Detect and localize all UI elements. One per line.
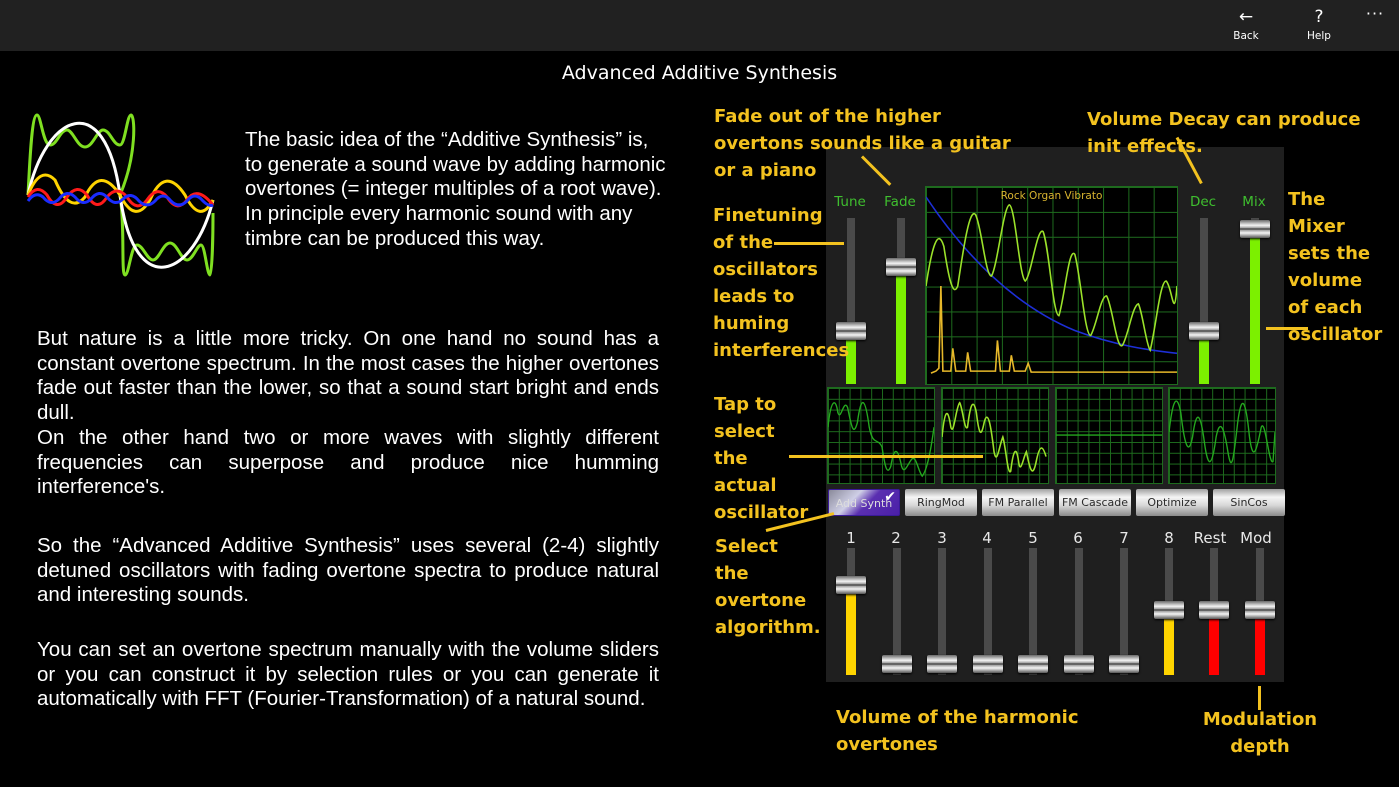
overtone-1-thumb[interactable] (836, 576, 866, 594)
oscillator-2-wave (942, 401, 1047, 473)
overtone-6-thumb[interactable] (1064, 655, 1094, 673)
pointer-line-tap (789, 455, 983, 458)
additive-waveform-illustration (26, 113, 215, 277)
nature-paragraph-part2: On the other hand two or more waves with… (37, 425, 659, 499)
pointer-line-modulation (1258, 686, 1261, 710)
overtone-5-thumb[interactable] (1018, 655, 1048, 673)
third-harmonic (26, 173, 215, 213)
fade-label: Fade (884, 194, 916, 210)
algorithm-ringmod-button[interactable]: RingMod (905, 489, 977, 516)
decay-slider-thumb[interactable] (1189, 322, 1219, 340)
annotation-decay: Volume Decay can produce init effects. (1087, 109, 1361, 157)
overtone-rest-label: Rest (1193, 529, 1227, 547)
overtone-7-label: 7 (1119, 529, 1129, 547)
help-label: Help (1307, 30, 1331, 42)
decay-slider-fill (1199, 340, 1209, 384)
overtone-8-fill (1164, 619, 1174, 675)
tune-label: Tune (834, 194, 866, 210)
annotation-fade: Fade out of the higher overtons sounds l… (714, 106, 1011, 181)
oscillators-paragraph: So the “Advanced Additive Synthesis” use… (37, 534, 659, 607)
fade-slider-thumb[interactable] (886, 258, 916, 276)
pointer-line-finetune (774, 242, 844, 245)
back-label: Back (1233, 30, 1259, 42)
back-button[interactable]: ← Back (1216, 6, 1276, 46)
modulation-fill (1255, 619, 1265, 675)
algorithm-optimize-button[interactable]: Optimize (1136, 489, 1208, 516)
oscillator-3-wave (1056, 434, 1162, 436)
app-bar: ← Back ? Help ··· (0, 0, 1399, 51)
selected-check-icon: ✔ (884, 489, 896, 505)
overtone-8-label: 8 (1164, 529, 1174, 547)
oscillator-3-scope[interactable] (1055, 387, 1163, 484)
algorithm-fm-parallel-button[interactable]: FM Parallel (982, 489, 1054, 516)
modulation-thumb[interactable] (1245, 601, 1275, 619)
nature-paragraph-part1: But nature is a little more tricky. On o… (37, 327, 659, 425)
nature-paragraph: But nature is a little more tricky. On o… (37, 327, 659, 500)
waveform-trace (926, 203, 1177, 353)
overtone-2-thumb[interactable] (882, 655, 912, 673)
overtone-rest-thumb[interactable] (1199, 601, 1229, 619)
seventh-harmonic (26, 192, 214, 207)
overtone-1-label: 1 (846, 529, 856, 547)
overtone-4-label: 4 (982, 529, 992, 547)
spectrum-trace (930, 285, 1177, 374)
algorithm-add-synth-button[interactable]: Add Synth ✔ (828, 489, 900, 516)
tune-slider-thumb[interactable] (836, 322, 866, 340)
help-question-icon: ? (1314, 7, 1324, 27)
overtone-6-label: 6 (1073, 529, 1083, 547)
page-title: Advanced Additive Synthesis (561, 62, 838, 84)
decay-label: Dec (1189, 194, 1217, 210)
tune-slider-fill (846, 340, 856, 384)
overtone-5-track[interactable] (1029, 548, 1037, 675)
overtone-rest-fill (1209, 619, 1219, 675)
more-options-button[interactable]: ··· (1355, 6, 1395, 46)
preset-name: Rock Organ Vibrato (1000, 190, 1103, 202)
mix-label: Mix (1242, 194, 1266, 210)
tune-slider-track[interactable] (847, 218, 855, 384)
mix-slider-thumb[interactable] (1240, 220, 1270, 238)
annotation-tap-oscillator: Tap to select the actual oscillator (714, 394, 809, 523)
oscillator-1-scope[interactable] (827, 387, 935, 484)
overtone-3-track[interactable] (938, 548, 946, 675)
overtone-2-label: 2 (891, 529, 901, 547)
oscillator-2-scope[interactable] (941, 387, 1049, 484)
overtone-7-track[interactable] (1120, 548, 1128, 675)
algorithm-fm-cascade-button[interactable]: FM Cascade (1059, 489, 1131, 516)
annotation-overtone-volume: Volume of the harmonic overtones (836, 707, 1079, 755)
algorithm-sincos-button[interactable]: SinCos (1213, 489, 1285, 516)
decay-slider-track[interactable] (1200, 218, 1208, 384)
help-button[interactable]: ? Help (1289, 6, 1349, 46)
overtone-8-thumb[interactable] (1154, 601, 1184, 619)
overtone-3-thumb[interactable] (927, 655, 957, 673)
oscillator-4-wave (1169, 400, 1275, 464)
algorithm-add-synth-label: Add Synth (835, 497, 893, 510)
main-oscilloscope: Rock Organ Vibrato (925, 186, 1178, 385)
oscillator-4-scope[interactable] (1168, 387, 1276, 484)
modulation-label: Mod (1240, 529, 1272, 547)
oscillator-1-wave (828, 401, 934, 478)
overtone-4-track[interactable] (984, 548, 992, 675)
spectrum-paragraph: You can set an overtone spectrum manuall… (37, 638, 659, 711)
more-ellipsis-icon: ··· (1365, 4, 1385, 23)
overtone-5-label: 5 (1028, 529, 1038, 547)
mix-slider-fill (1250, 238, 1260, 384)
annotation-modulation: Modulation depth (1202, 709, 1318, 757)
pointer-line-mixer (1266, 327, 1308, 330)
overtone-2-track[interactable] (893, 548, 901, 675)
scope-traces (926, 196, 1177, 374)
annotation-finetune: Finetuning of the oscillators leads to h… (713, 205, 850, 361)
back-arrow-icon: ← (1238, 7, 1254, 27)
intro-paragraph: The basic idea of the “Additive Synthesi… (245, 128, 666, 250)
annotation-algorithm: Select the overtone algorithm. (715, 536, 821, 638)
overtone-4-thumb[interactable] (973, 655, 1003, 673)
overtone-1-fill (846, 594, 856, 675)
fade-slider-fill (896, 276, 906, 384)
overtone-3-label: 3 (937, 529, 947, 547)
overtone-7-thumb[interactable] (1109, 655, 1139, 673)
decay-envelope-curve (926, 196, 1177, 355)
overtone-6-track[interactable] (1075, 548, 1083, 675)
annotation-mixer: The Mixer sets the volume of each oscill… (1288, 189, 1383, 345)
